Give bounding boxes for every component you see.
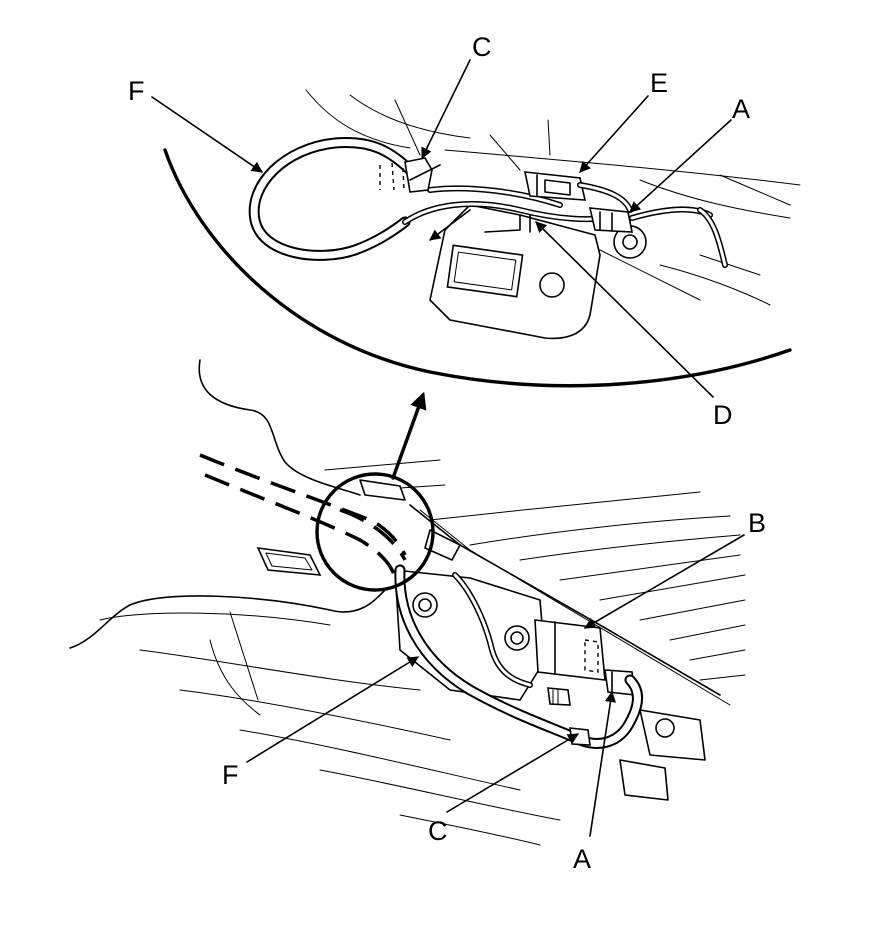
detail-harness-run <box>402 185 603 241</box>
main-hidden-lines <box>199 453 407 579</box>
detail-view-boundary <box>163 148 792 388</box>
callout-a-main: A <box>573 844 591 874</box>
detail-connector-e <box>523 171 587 201</box>
detail-connector-a <box>577 182 728 268</box>
main-view <box>69 359 746 846</box>
detail-mount-bracket <box>429 204 601 340</box>
detail-pointer-arrow <box>391 391 427 480</box>
main-small-connector <box>547 687 571 706</box>
main-harness-f <box>394 564 643 749</box>
leader-lines <box>151 59 745 837</box>
detail-harness-loop <box>248 136 418 261</box>
main-upper-tabs <box>359 479 461 561</box>
callout-e-detail: E <box>650 68 668 98</box>
callout-a-detail: A <box>732 94 750 124</box>
callout-f-main: F <box>222 760 239 790</box>
callout-f-detail: F <box>128 76 145 106</box>
detail-view <box>163 89 801 388</box>
main-background-lines <box>99 359 746 846</box>
callout-labels: F C E A D B F C A <box>128 32 766 874</box>
main-seat-outline <box>69 589 386 649</box>
main-rail-end <box>619 709 706 801</box>
main-small-bracket <box>256 547 322 576</box>
callout-c-detail: C <box>472 32 492 62</box>
zoom-circle <box>315 472 435 592</box>
main-control-unit-b <box>534 619 606 681</box>
callout-c-main: C <box>428 816 448 846</box>
callout-d-detail: D <box>713 400 733 430</box>
callout-b-main: B <box>748 508 766 538</box>
